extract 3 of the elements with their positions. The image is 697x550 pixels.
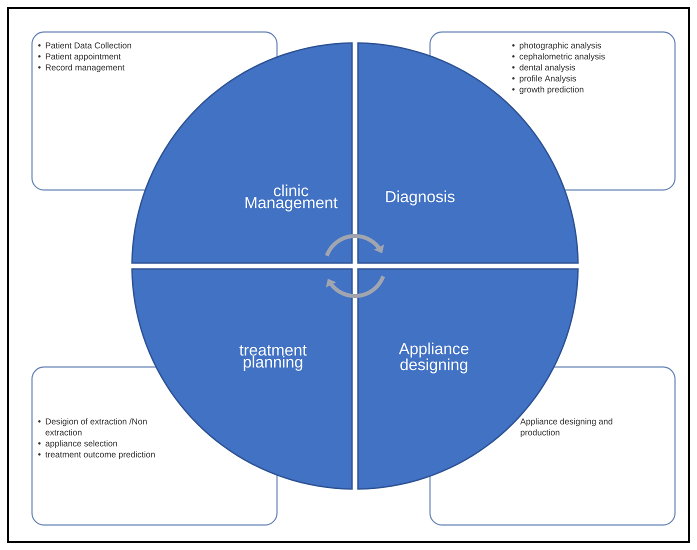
curved-arrow xyxy=(326,276,386,298)
curved-arrow xyxy=(324,234,384,256)
quadrant: clinic Management xyxy=(131,42,353,264)
